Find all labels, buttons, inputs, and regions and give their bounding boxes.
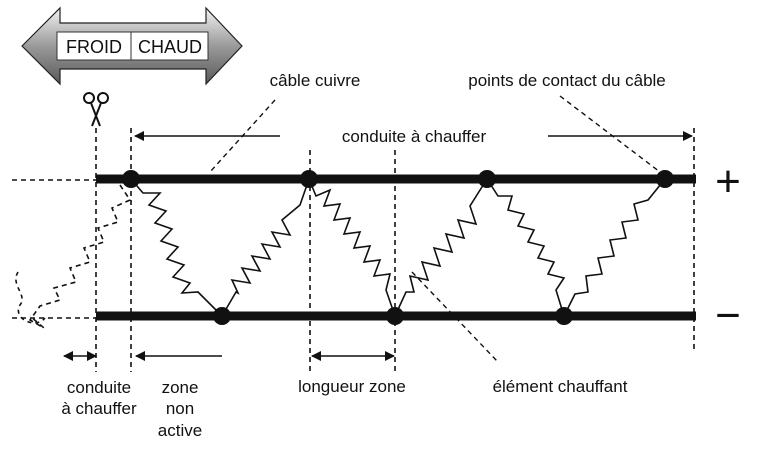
contact-points xyxy=(122,170,674,325)
leader-lines xyxy=(209,95,661,363)
minus-sign: − xyxy=(715,291,741,340)
pipe-bottom-label-line1: conduite xyxy=(67,378,131,397)
inactive-zone-label-line2: non xyxy=(166,399,194,418)
contact-point xyxy=(478,170,496,188)
hot-label: CHAUD xyxy=(138,37,202,57)
zigzag-2 xyxy=(221,178,310,317)
heating-element-label: élément chauffant xyxy=(493,377,628,396)
plus-sign: + xyxy=(715,157,741,206)
pipe-label: conduite à chauffer xyxy=(342,127,487,146)
inactive-zone-label-line3: active xyxy=(158,421,202,440)
heating-elements xyxy=(130,178,666,317)
zigzag-6 xyxy=(563,178,666,317)
zigzag-3 xyxy=(308,178,396,317)
dashed-guides xyxy=(12,128,695,372)
cut-cable-remnant xyxy=(28,184,132,329)
cable-label: câble cuivre xyxy=(270,71,361,90)
inactive-zone-label-line1: zone xyxy=(162,378,199,397)
contact-points-label: points de contact du câble xyxy=(468,71,666,90)
contact-point xyxy=(213,307,231,325)
contact-point xyxy=(555,307,573,325)
pipe-bottom-label-line2: à chauffer xyxy=(61,399,137,418)
scissors-icon xyxy=(83,92,109,127)
zigzag-4 xyxy=(394,178,488,317)
zigzag-1 xyxy=(130,178,223,317)
contact-point xyxy=(122,170,140,188)
cut-cable-loop xyxy=(15,271,46,324)
copper-cables xyxy=(96,174,696,321)
contact-point xyxy=(656,170,674,188)
polarity-signs: + − xyxy=(715,157,741,340)
cold-hot-arrow: FROID CHAUD xyxy=(21,6,243,86)
contact-point xyxy=(386,307,404,325)
zone-length-label: longueur zone xyxy=(298,377,406,396)
contact-point xyxy=(300,170,318,188)
zigzag-5 xyxy=(486,178,566,317)
cold-label: FROID xyxy=(66,37,122,57)
